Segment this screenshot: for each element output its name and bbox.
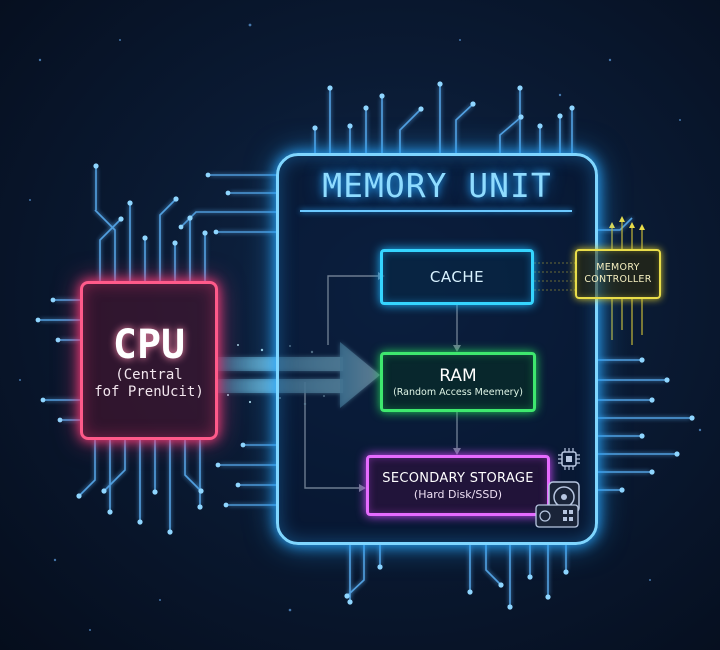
ssd-icon [535, 504, 579, 528]
ram-block: RAM (Random Access Meemery) [380, 352, 536, 412]
cpu-block: CPU (Central fof PrenUcit) [80, 281, 218, 440]
cache-label: CACHE [429, 268, 485, 286]
cpu-title: CPU [112, 321, 186, 368]
memory-unit-divider [300, 210, 572, 212]
cache-block: CACHE [380, 249, 534, 305]
memory-unit-title: MEMORY UNIT [322, 166, 552, 205]
ram-sublabel: (Random Access Meemery) [393, 386, 523, 398]
secondary-storage-block: SECONDARY STORAGE (Hard Disk/SSD) [366, 455, 550, 516]
secondary-storage-label: SECONDARY STORAGE [382, 470, 534, 486]
ram-label: RAM [439, 365, 477, 386]
memory-controller-block: MEMORY CONTROLLER [575, 249, 661, 299]
secondary-storage-sublabel: (Hard Disk/SSD) [413, 487, 503, 501]
memory-controller-label: MEMORY CONTROLLER [584, 262, 652, 285]
cpu-subtitle-line1: (Central [115, 366, 183, 383]
cpu-subtitle-line2: fof PrenUcit) [94, 383, 204, 400]
chip-icon [558, 448, 580, 470]
